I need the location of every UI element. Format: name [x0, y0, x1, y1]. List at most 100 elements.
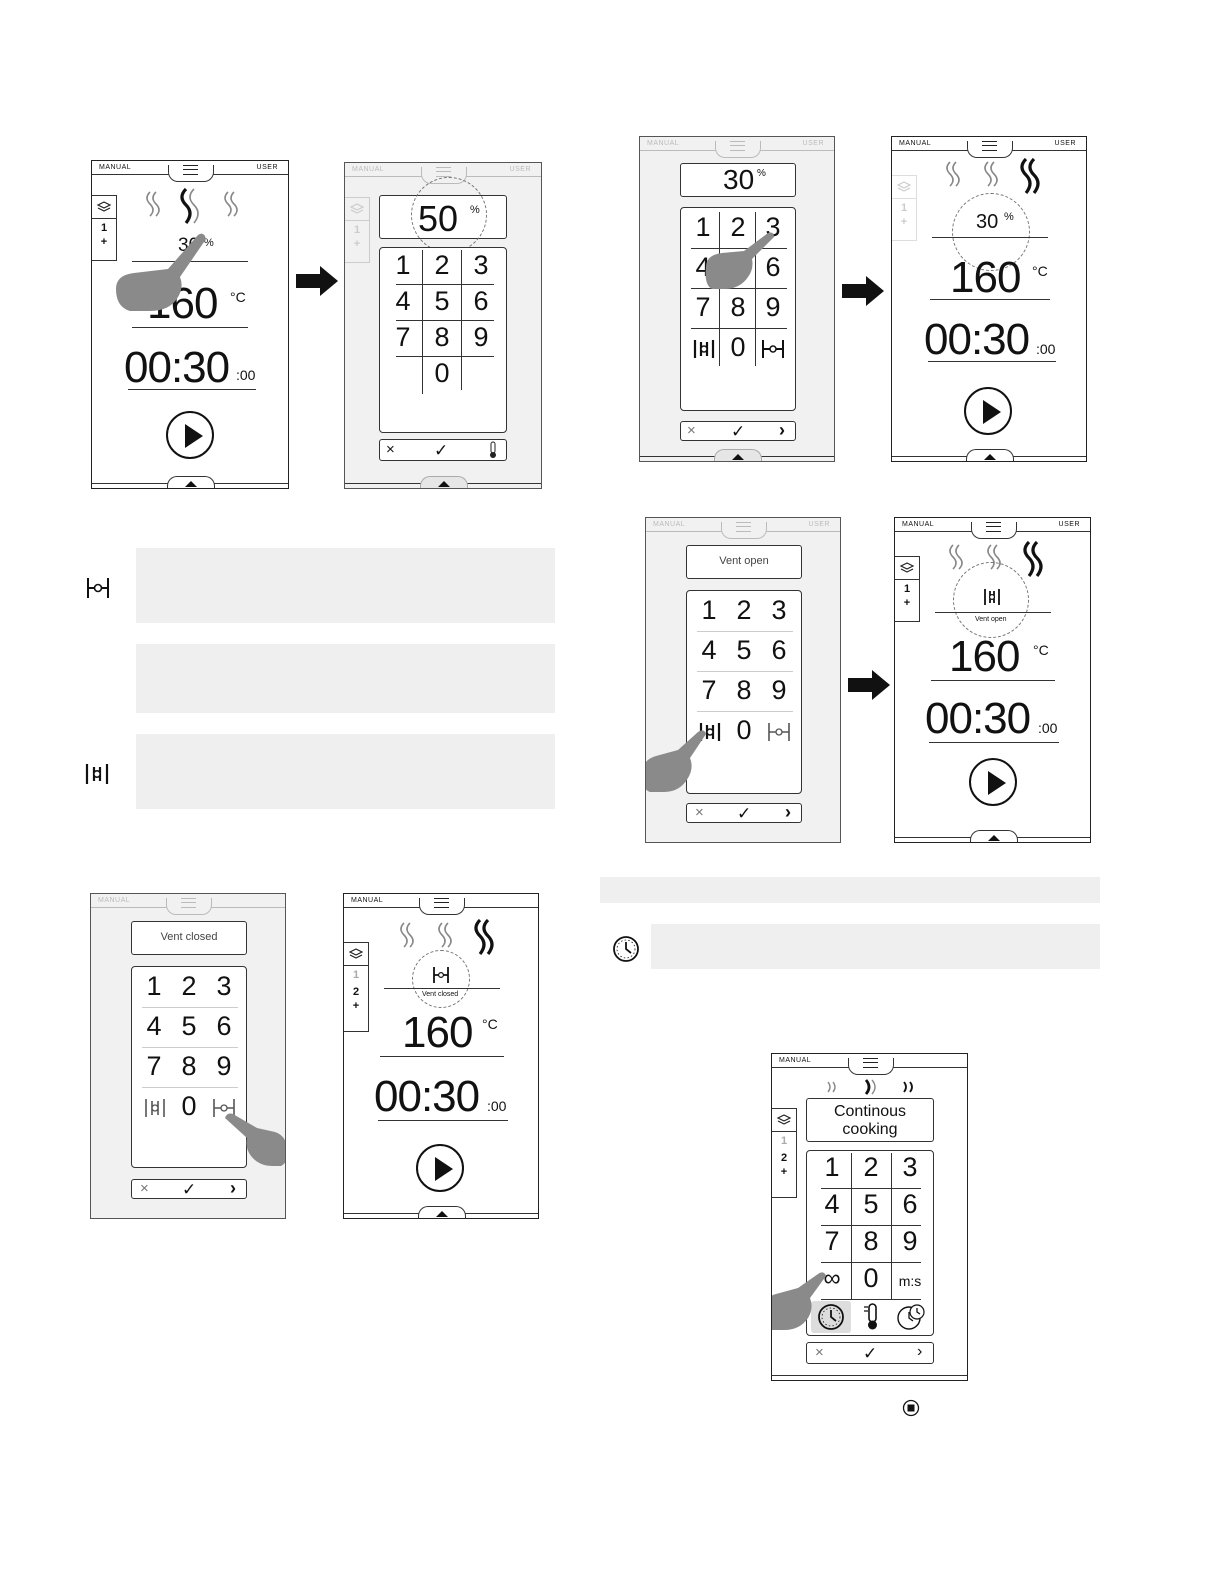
steam-icon[interactable] — [142, 187, 242, 229]
time-value[interactable]: 00:30 — [925, 694, 1031, 743]
key-4[interactable]: 4 — [395, 286, 411, 316]
value-field[interactable]: Vent closed — [131, 921, 247, 955]
key-0[interactable]: 0 — [181, 1091, 197, 1121]
key-9[interactable]: 9 — [771, 675, 787, 705]
value-field[interactable]: Continous cooking — [806, 1098, 934, 1142]
next-button[interactable]: › — [785, 802, 791, 822]
cancel-button[interactable]: × — [386, 441, 395, 458]
key-6[interactable]: 6 — [765, 252, 781, 282]
key-5[interactable]: 5 — [736, 635, 752, 665]
humidity-value[interactable]: 30 — [976, 211, 999, 233]
menu-button[interactable] — [168, 165, 214, 182]
next-button[interactable]: › — [779, 420, 785, 440]
menu-button[interactable] — [721, 522, 767, 539]
next-button[interactable]: › — [230, 1178, 236, 1198]
key-7[interactable]: 7 — [824, 1226, 840, 1256]
key-6[interactable]: 6 — [902, 1189, 918, 1219]
vent-closed-icon[interactable] — [212, 1097, 236, 1119]
key-8[interactable]: 8 — [736, 675, 752, 705]
key-5[interactable]: 5 — [181, 1011, 197, 1041]
key-9[interactable]: 9 — [902, 1226, 918, 1256]
key-2[interactable]: 2 — [434, 250, 450, 280]
cancel-button[interactable]: × — [140, 1180, 149, 1197]
next-button[interactable]: › — [917, 1343, 923, 1360]
side-tab-plus[interactable]: + — [353, 238, 361, 250]
side-tab[interactable]: 1 + — [345, 197, 370, 263]
key-6[interactable]: 6 — [216, 1011, 232, 1041]
side-tab-1[interactable]: 1 — [900, 202, 908, 214]
key-0[interactable]: 0 — [434, 358, 450, 388]
vent-closed-icon[interactable] — [761, 338, 785, 360]
menu-button[interactable] — [715, 141, 761, 158]
vent-open-icon[interactable] — [983, 588, 1001, 606]
key-4[interactable]: 4 — [701, 635, 717, 665]
vent-open-icon[interactable] — [693, 338, 715, 360]
value-field[interactable]: 30 % — [680, 163, 796, 197]
cancel-button[interactable]: × — [687, 422, 696, 439]
play-icon[interactable] — [964, 387, 1012, 435]
key-4[interactable]: 4 — [146, 1011, 162, 1041]
key-2[interactable]: 2 — [736, 595, 752, 625]
vent-open-icon[interactable] — [144, 1097, 166, 1119]
key-7[interactable]: 7 — [695, 292, 711, 322]
key-8[interactable]: 8 — [434, 322, 450, 352]
cancel-button[interactable]: × — [695, 804, 704, 821]
key-7[interactable]: 7 — [701, 675, 717, 705]
side-tab-1[interactable]: 1 — [353, 224, 361, 236]
bottom-tab[interactable] — [420, 476, 468, 488]
steam-icon[interactable] — [826, 1079, 926, 1100]
key-3[interactable]: 3 — [216, 971, 232, 1001]
side-tab-2[interactable]: 2 — [780, 1152, 788, 1164]
vent-closed-icon[interactable] — [767, 721, 791, 743]
side-tab[interactable]: 1 2 + — [772, 1108, 797, 1198]
menu-button[interactable] — [166, 898, 212, 915]
clock-icon[interactable] — [817, 1303, 845, 1331]
key-7[interactable]: 7 — [146, 1051, 162, 1081]
clock-delay-icon[interactable] — [897, 1303, 927, 1331]
key-1[interactable]: 1 — [695, 212, 711, 242]
confirm-button[interactable]: ✓ — [863, 1344, 878, 1363]
cancel-button[interactable]: × — [815, 1344, 824, 1361]
temperature-value[interactable]: 160 — [949, 632, 1020, 681]
bottom-tab[interactable] — [969, 830, 1018, 842]
key-2[interactable]: 2 — [181, 971, 197, 1001]
steam-icon[interactable] — [396, 918, 496, 960]
side-tab[interactable]: 1 + — [895, 556, 920, 622]
side-tab-plus[interactable]: + — [352, 1000, 360, 1012]
key-5[interactable]: 5 — [863, 1189, 879, 1219]
side-tab-1[interactable]: 1 — [903, 583, 911, 595]
time-value[interactable]: 00:30 — [374, 1072, 480, 1121]
key-3[interactable]: 3 — [473, 250, 489, 280]
key-3[interactable]: 3 — [902, 1152, 918, 1182]
menu-button[interactable] — [970, 522, 1017, 539]
confirm-button[interactable]: ✓ — [182, 1180, 197, 1199]
vent-closed-icon[interactable] — [432, 966, 450, 984]
minutes-seconds-key[interactable]: m:s — [898, 1273, 922, 1289]
key-8[interactable]: 8 — [181, 1051, 197, 1081]
infinity-key[interactable]: ∞ — [823, 1265, 841, 1292]
menu-button[interactable] — [847, 1058, 894, 1075]
side-tab-2[interactable]: 2 — [352, 986, 360, 998]
play-icon[interactable] — [416, 1144, 464, 1192]
key-9[interactable]: 9 — [216, 1051, 232, 1081]
key-8[interactable]: 8 — [863, 1226, 879, 1256]
side-tab[interactable]: 1 2 + — [344, 942, 369, 1032]
temperature-value[interactable]: 160 — [402, 1008, 473, 1057]
steam-icon[interactable] — [942, 157, 1042, 199]
play-icon[interactable] — [969, 758, 1017, 806]
menu-button[interactable] — [419, 898, 465, 915]
confirm-button[interactable]: ✓ — [434, 441, 449, 460]
key-0[interactable]: 0 — [736, 715, 752, 745]
key-1[interactable]: 1 — [824, 1152, 840, 1182]
key-7[interactable]: 7 — [395, 322, 411, 352]
key-3[interactable]: 3 — [771, 595, 787, 625]
side-tab-plus[interactable]: + — [903, 597, 911, 609]
key-6[interactable]: 6 — [771, 635, 787, 665]
thermometer-icon[interactable] — [488, 441, 498, 462]
key-9[interactable]: 9 — [473, 322, 489, 352]
key-1[interactable]: 1 — [701, 595, 717, 625]
menu-button[interactable] — [967, 141, 1013, 158]
bottom-tab[interactable] — [714, 449, 762, 461]
play-icon[interactable] — [166, 411, 214, 459]
key-2[interactable]: 2 — [863, 1152, 879, 1182]
